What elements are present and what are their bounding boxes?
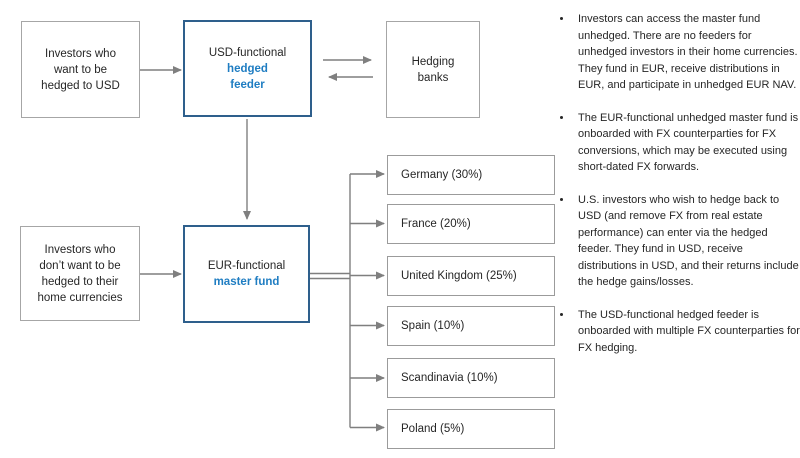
- investors-hedged-box: Investors who want to be hedged to USD: [21, 21, 140, 118]
- allocation-box-poland: Poland (5%): [387, 409, 555, 449]
- allocation-box-germany: Germany (30%): [387, 155, 555, 195]
- allocation-label: Poland (5%): [401, 423, 465, 435]
- allocation-box-scandinavia: Scandinavia (10%): [387, 358, 555, 398]
- feeder-title: USD-functional: [208, 46, 287, 59]
- bullet-item: Investors can access the master fund unh…: [573, 11, 800, 94]
- allocation-box-france: France (20%): [387, 204, 555, 244]
- bullet-item: The USD-functional hedged feeder is onbo…: [573, 307, 800, 357]
- investors-unhedged-line: home currencies: [37, 291, 123, 304]
- master-fund-box: EUR-functional master fund: [183, 225, 310, 323]
- allocation-label: United Kingdom (25%): [401, 270, 517, 282]
- allocation-label: Scandinavia (10%): [401, 372, 498, 384]
- notes-panel: Investors can access the master fund unh…: [556, 11, 800, 372]
- feeder-subtitle-line: hedged: [227, 62, 268, 75]
- hedged-feeder-box: USD-functional hedged feeder: [183, 20, 312, 117]
- investors-unhedged-line: don’t want to be: [39, 259, 121, 272]
- bullet-item: The EUR-functional unhedged master fund …: [573, 110, 800, 176]
- investors-hedged-line: want to be: [53, 63, 108, 76]
- allocation-box-united-kingdom: United Kingdom (25%): [387, 256, 555, 296]
- master-title: EUR-functional: [207, 260, 286, 272]
- investors-unhedged-box: Investors who don’t want to be hedged to…: [20, 226, 140, 321]
- bullet-item: U.S. investors who wish to hedge back to…: [573, 192, 800, 291]
- investors-unhedged-line: hedged to their: [41, 275, 119, 288]
- allocation-box-spain: Spain (10%): [387, 306, 555, 346]
- allocation-label: France (20%): [401, 218, 471, 230]
- notes-list: Investors can access the master fund unh…: [556, 11, 800, 356]
- connector-lines: [140, 56, 385, 432]
- allocation-label: Germany (30%): [401, 169, 483, 181]
- master-subtitle: master fund: [213, 276, 280, 288]
- hedging-banks-line: Hedging: [411, 55, 455, 68]
- hedging-banks-box: Hedging banks: [386, 21, 480, 118]
- allocation-label: Spain (10%): [401, 320, 465, 332]
- feeder-subtitle-line: feeder: [230, 78, 265, 91]
- investors-hedged-line: Investors who: [45, 47, 116, 60]
- investors-unhedged-line: Investors who: [44, 243, 116, 256]
- investors-hedged-line: hedged to USD: [41, 79, 120, 92]
- hedging-banks-line: banks: [417, 71, 449, 84]
